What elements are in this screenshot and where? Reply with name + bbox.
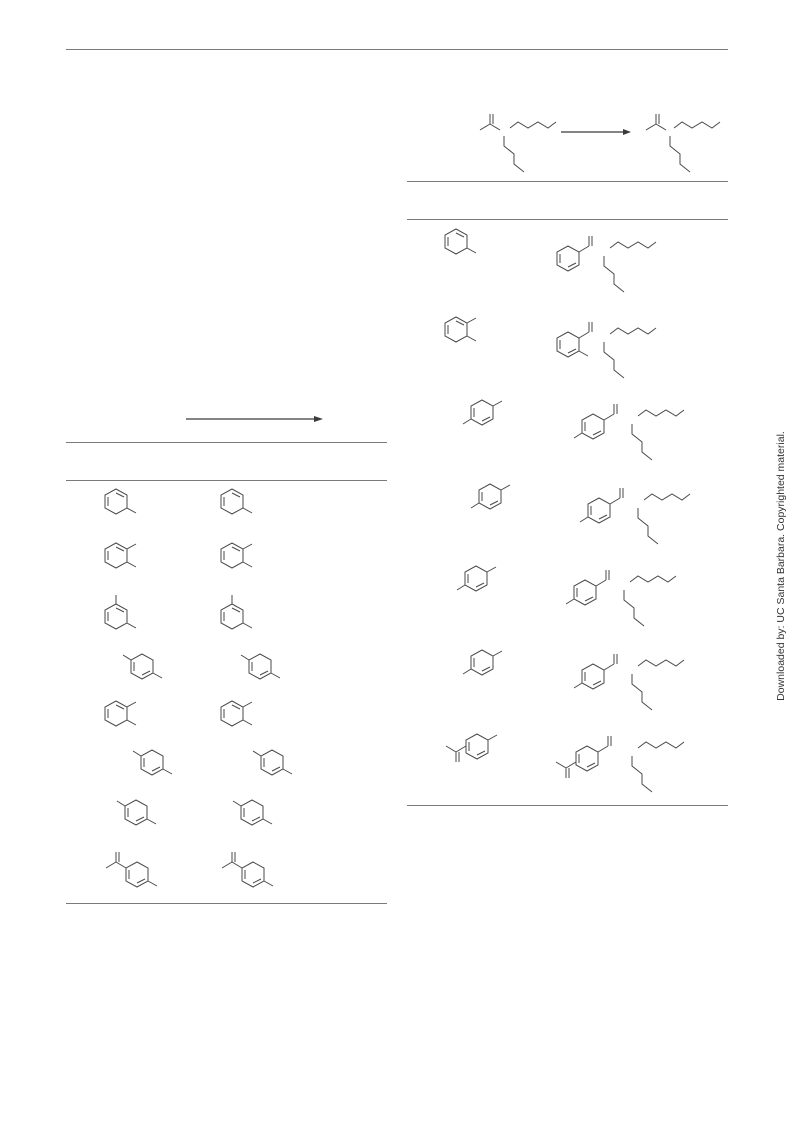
structure-left-r2-substrate — [104, 542, 137, 569]
structure-left-r4-substrate — [122, 653, 163, 680]
structure-right-r2-product — [556, 322, 657, 379]
right-table-bottom-rule — [407, 805, 728, 806]
reaction-arrow-icon — [186, 416, 323, 422]
left-table-header-rule — [66, 480, 387, 481]
structure-right-r1-substrate — [444, 228, 477, 255]
watermark-text: Downloaded by: UC Santa Barbara. Copyrig… — [775, 431, 787, 701]
right-table-top-rule — [407, 181, 728, 182]
structure-right-r7-product — [555, 736, 685, 793]
structure-right-r6-substrate — [462, 649, 503, 676]
structure-right-r3-product — [573, 404, 685, 461]
structure-left-r1-product — [220, 488, 253, 515]
structure-right-r2-substrate — [444, 316, 477, 343]
right-table-header-rule — [407, 219, 728, 220]
structure-right-r3-substrate — [462, 399, 503, 426]
reaction-arrow-icon — [561, 129, 631, 135]
structure-right-r4-substrate — [470, 483, 511, 510]
right-scheme-arrow — [561, 125, 635, 143]
structure-right-r7-substrate — [445, 733, 498, 762]
structure-left-r3-substrate — [104, 595, 137, 630]
left-table-top-rule — [66, 442, 387, 443]
structure-left-r4-product — [240, 653, 281, 680]
left-scheme-arrow — [186, 412, 326, 430]
scheme-product-amide — [645, 114, 721, 173]
structure-left-r1-substrate — [104, 488, 137, 515]
structure-left-r2-product — [220, 542, 253, 569]
structure-left-r8-substrate — [105, 852, 158, 888]
structure-right-r4-product — [579, 488, 691, 545]
structure-left-r8-product — [221, 852, 274, 888]
structure-right-r5-substrate — [456, 565, 497, 592]
structure-left-r6-substrate — [132, 749, 173, 776]
structure-right-r6-product — [573, 654, 685, 711]
structure-right-r1-product — [556, 236, 657, 293]
structure-left-r5-substrate — [104, 700, 137, 727]
left-table-bottom-rule — [66, 903, 387, 904]
structure-left-r3-product — [220, 595, 253, 630]
scheme-reactant-amide — [479, 114, 557, 173]
header-rule — [66, 49, 728, 50]
structure-right-r5-product — [565, 570, 677, 627]
structure-left-r5-product — [220, 700, 253, 727]
structure-left-r7-substrate — [116, 799, 157, 826]
structure-left-r6-product — [252, 749, 293, 776]
structure-left-r7-product — [232, 799, 273, 826]
